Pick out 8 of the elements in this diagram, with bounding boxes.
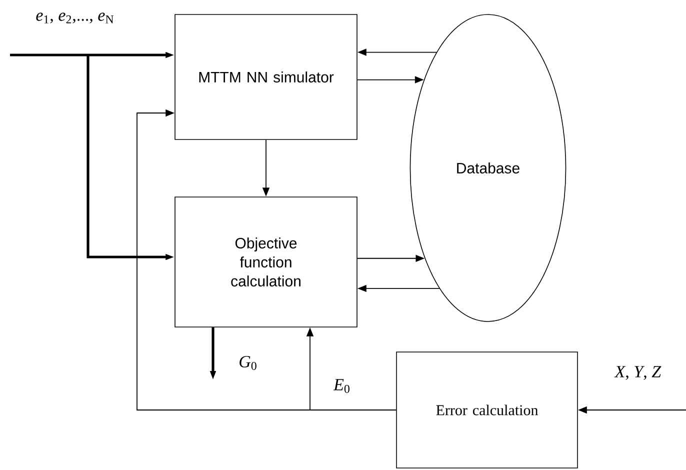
process-box: Objective function calculation [174, 196, 358, 328]
arrow [136, 109, 397, 410]
process-box: MTTM NN simulator [174, 14, 358, 140]
edge-label: e$_{1}$, e$_{2}$,..., e$_{N}$ [34, 12, 116, 24]
process-box: Error calculation [396, 352, 578, 468]
edge-label: G$_{0}$ [238, 355, 258, 371]
edge-label: E$_{0}$ [332, 378, 352, 394]
edge-label: X, Y, Z [614, 365, 662, 381]
